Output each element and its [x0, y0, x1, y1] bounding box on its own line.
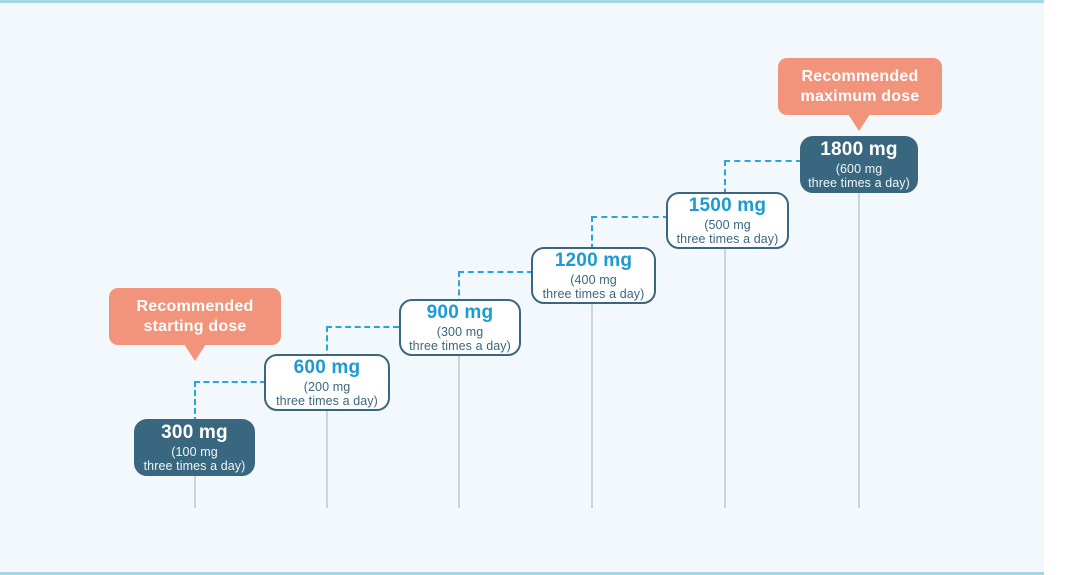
dose-regimen-600: (200 mg three times a day) — [276, 379, 378, 408]
rail-step-600 — [326, 369, 328, 508]
dose-total-600: 600 mg — [293, 357, 361, 379]
dose-box-1200[interactable]: 1200 mg (400 mg three times a day) — [531, 247, 656, 304]
dose-total-300: 300 mg — [161, 422, 228, 444]
connector-600-vertical — [194, 381, 196, 423]
rail-step-1500 — [724, 204, 726, 508]
dose-total-900: 900 mg — [426, 302, 494, 324]
connector-1500-horizontal — [591, 216, 669, 218]
dose-total-1800: 1800 mg — [820, 139, 898, 161]
dose-regimen-1200: (400 mg three times a day) — [542, 272, 645, 301]
dose-regimen-900: (300 mg three times a day) — [409, 324, 511, 353]
dose-box-1800[interactable]: 1800 mg (600 mg three times a day) — [800, 136, 918, 193]
callout-recommended-starting-dose: Recommended starting dose — [109, 288, 281, 345]
connector-900-vertical — [326, 326, 328, 369]
dose-total-1500: 1500 mg — [688, 195, 767, 217]
dose-total-1200: 1200 mg — [554, 250, 633, 272]
rail-step-1200 — [591, 259, 593, 508]
dose-regimen-1500: (500 mg three times a day) — [676, 217, 779, 246]
dose-box-300[interactable]: 300 mg (100 mg three times a day) — [134, 419, 255, 476]
rail-step-900 — [458, 314, 460, 508]
connector-1200-vertical — [458, 271, 460, 314]
dose-box-900[interactable]: 900 mg (300 mg three times a day) — [399, 299, 521, 356]
connector-1200-horizontal — [458, 271, 533, 273]
dose-box-1500[interactable]: 1500 mg (500 mg three times a day) — [666, 192, 789, 249]
connector-900-horizontal — [326, 326, 399, 328]
connector-1800-horizontal — [724, 160, 802, 162]
callout-starting-pointer — [184, 344, 206, 361]
dose-box-600[interactable]: 600 mg (200 mg three times a day) — [264, 354, 390, 411]
dose-regimen-300: (100 mg three times a day) — [143, 444, 246, 473]
rail-step-1800 — [858, 148, 860, 508]
dose-regimen-1800: (600 mg three times a day) — [808, 161, 910, 190]
callout-maximum-pointer — [848, 114, 870, 131]
dose-escalation-diagram: 300 mg (100 mg three times a day) 600 mg… — [0, 0, 1044, 575]
connector-1800-vertical — [724, 160, 726, 204]
callout-recommended-maximum-dose: Recommended maximum dose — [778, 58, 942, 115]
connector-1500-vertical — [591, 216, 593, 259]
connector-600-horizontal — [194, 381, 266, 383]
